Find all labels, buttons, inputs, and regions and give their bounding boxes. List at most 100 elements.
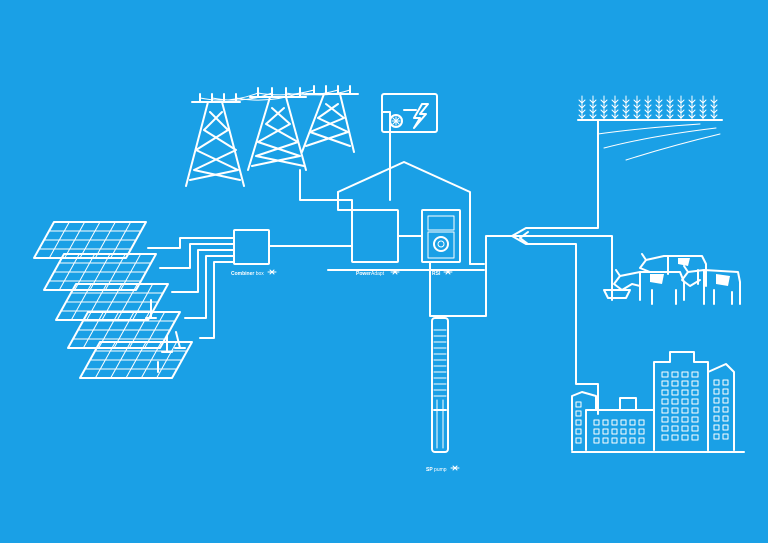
city-window bbox=[691, 398, 699, 405]
wheat-stalk bbox=[589, 95, 597, 121]
wheat-stalk bbox=[710, 95, 718, 121]
city-window bbox=[722, 379, 729, 386]
city-window bbox=[611, 419, 618, 426]
city-window bbox=[713, 424, 720, 431]
city-window bbox=[722, 397, 729, 404]
city-window bbox=[713, 415, 720, 422]
city-window bbox=[671, 371, 679, 378]
city-window bbox=[661, 389, 669, 396]
city-window bbox=[713, 379, 720, 386]
dc-cables bbox=[147, 237, 235, 339]
city-window bbox=[620, 428, 627, 435]
city-window bbox=[691, 407, 699, 414]
city-window bbox=[681, 389, 689, 396]
city-window bbox=[722, 415, 729, 422]
city-window bbox=[575, 401, 582, 408]
label-rsi-bold: RSI bbox=[432, 271, 441, 277]
city-buildings-icon bbox=[571, 351, 745, 453]
wheat-field-icon bbox=[577, 95, 723, 161]
label-sp-pump-bold: SP bbox=[426, 467, 433, 473]
svg-text:RSI: RSI bbox=[432, 271, 441, 277]
wheat-stalk bbox=[666, 95, 674, 121]
city-window bbox=[671, 380, 679, 387]
city-window bbox=[575, 419, 582, 426]
city-window bbox=[575, 437, 582, 444]
svg-text:PowerAdapt: PowerAdapt bbox=[356, 271, 385, 277]
svg-text:Combiner box: Combiner box bbox=[231, 271, 264, 277]
city-window bbox=[629, 437, 636, 444]
city-window bbox=[661, 425, 669, 432]
city-window bbox=[681, 380, 689, 387]
water-distribution-pipes bbox=[511, 119, 613, 415]
city-window bbox=[681, 434, 689, 441]
submersible-pump-icon bbox=[429, 235, 513, 453]
panel-stand-icon bbox=[145, 299, 186, 373]
city-window bbox=[611, 428, 618, 435]
connectivity-icon bbox=[443, 269, 453, 275]
city-window bbox=[638, 428, 645, 435]
city-window bbox=[671, 434, 679, 441]
city-window bbox=[629, 419, 636, 426]
rsi-drive-icon bbox=[421, 209, 461, 263]
solar-panel-array-icon bbox=[33, 221, 193, 379]
city-window bbox=[713, 388, 720, 395]
city-window bbox=[681, 416, 689, 423]
city-window bbox=[661, 380, 669, 387]
city-window bbox=[671, 389, 679, 396]
label-power-adapt: PowerAdapt bbox=[356, 269, 400, 277]
wheat-stalk bbox=[600, 95, 608, 121]
city-window bbox=[713, 433, 720, 440]
label-power-adapt-bold: Power bbox=[356, 271, 371, 277]
city-window bbox=[661, 371, 669, 378]
wheat-stalk bbox=[699, 95, 707, 121]
city-window bbox=[681, 371, 689, 378]
connectivity-icon bbox=[267, 269, 277, 275]
city-window bbox=[593, 428, 600, 435]
connectivity-icon bbox=[390, 269, 400, 275]
city-window bbox=[713, 406, 720, 413]
city-window bbox=[722, 433, 729, 440]
label-sp-pump-rest: pump bbox=[433, 467, 447, 473]
city-window bbox=[722, 406, 729, 413]
city-window bbox=[671, 407, 679, 414]
city-window bbox=[691, 425, 699, 432]
city-window bbox=[620, 419, 627, 426]
city-window bbox=[602, 428, 609, 435]
wheat-stalk bbox=[677, 95, 685, 121]
label-combiner-box: Combiner box bbox=[231, 269, 277, 277]
label-rsi: RSI bbox=[432, 269, 453, 277]
city-window bbox=[593, 419, 600, 426]
wheat-stalk bbox=[688, 95, 696, 121]
city-window bbox=[691, 371, 699, 378]
city-window bbox=[691, 434, 699, 441]
city-window bbox=[661, 407, 669, 414]
city-window bbox=[671, 416, 679, 423]
city-window bbox=[681, 407, 689, 414]
house-icon bbox=[327, 161, 485, 271]
cattle-icon bbox=[603, 253, 741, 305]
solar-panel bbox=[79, 341, 193, 379]
city-window bbox=[629, 428, 636, 435]
city-window bbox=[661, 416, 669, 423]
combiner-box-icon bbox=[233, 229, 353, 265]
city-window bbox=[602, 437, 609, 444]
city-window bbox=[638, 437, 645, 444]
city-window bbox=[671, 398, 679, 405]
wheat-stalk bbox=[644, 95, 652, 121]
city-window bbox=[671, 425, 679, 432]
wheat-stalk bbox=[578, 95, 586, 121]
city-window bbox=[638, 419, 645, 426]
wheat-stalk bbox=[622, 95, 630, 121]
city-window bbox=[620, 437, 627, 444]
svg-text:SP pump: SP pump bbox=[426, 467, 447, 473]
city-window bbox=[661, 434, 669, 441]
city-window bbox=[713, 397, 720, 404]
city-window bbox=[722, 424, 729, 431]
city-window bbox=[722, 388, 729, 395]
city-window bbox=[691, 380, 699, 387]
city-window bbox=[681, 398, 689, 405]
label-combiner-box-rest: box bbox=[254, 271, 264, 277]
label-sp-pump: SP pump bbox=[426, 465, 460, 473]
